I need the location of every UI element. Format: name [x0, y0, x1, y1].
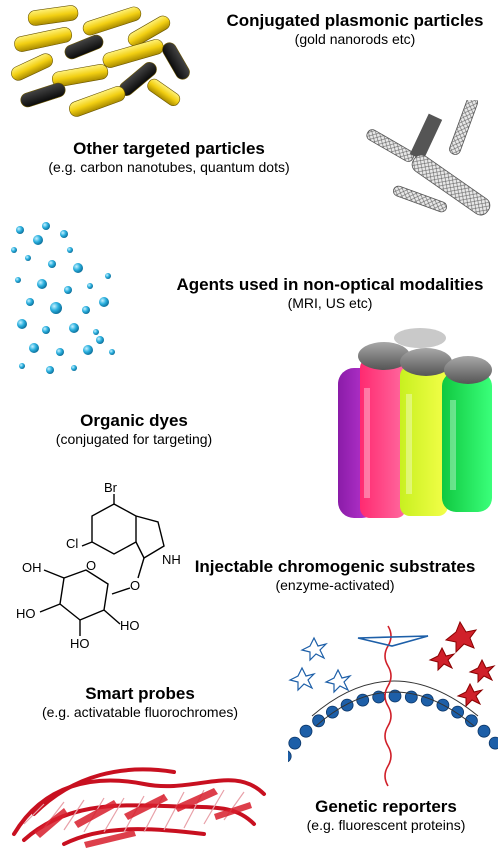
atom-o-link: O	[130, 578, 141, 593]
atom-cl: Cl	[66, 536, 79, 551]
category-title: Agents used in non-optical modalities	[176, 275, 484, 294]
category-title: Smart probes	[85, 684, 195, 703]
label-non-optical: Agents used in non-optical modalities (M…	[162, 274, 498, 313]
probe-bead	[299, 724, 313, 738]
gold-nanorods-image	[6, 2, 206, 126]
category-title: Organic dyes	[80, 411, 188, 430]
category-title: Injectable chromogenic substrates	[194, 557, 476, 576]
microbubbles-image	[8, 220, 148, 380]
category-title: Genetic reporters	[315, 797, 457, 816]
probe-bead	[288, 736, 302, 750]
category-subtitle: (conjugated for targeting)	[55, 431, 213, 448]
atom-nh: NH	[162, 552, 181, 567]
atom-ho-2: HO	[70, 636, 90, 651]
nanotubes-image	[352, 100, 498, 220]
atom-o-ring: O	[86, 558, 97, 573]
label-plasmonic: Conjugated plasmonic particles (gold nan…	[214, 10, 496, 49]
category-title: Conjugated plasmonic particles	[226, 11, 484, 30]
label-genetic-reporters: Genetic reporters (e.g. fluorescent prot…	[278, 796, 494, 835]
label-smart-probes: Smart probes (e.g. activatable fluorochr…	[6, 683, 274, 722]
category-subtitle: (enzyme-activated)	[275, 577, 395, 594]
category-subtitle: (MRI, US etc)	[287, 295, 373, 312]
category-subtitle: (e.g. activatable fluorochromes)	[41, 704, 239, 721]
label-organic-dyes: Organic dyes (conjugated for targeting)	[14, 410, 254, 449]
atom-oh: OH	[22, 560, 42, 575]
atom-ho-1: HO	[16, 606, 36, 621]
atom-ho-3: HO	[120, 618, 140, 633]
dye-vials-image	[338, 328, 496, 528]
probe-bead	[388, 689, 402, 703]
smart-probe-image	[288, 616, 498, 792]
protein-ribbon-image	[4, 744, 274, 854]
category-title: Other targeted particles	[73, 139, 265, 158]
category-subtitle: (e.g. fluorescent proteins)	[306, 817, 466, 834]
probe-bead	[288, 750, 292, 763]
probe-bead	[477, 724, 491, 738]
category-subtitle: (gold nanorods etc)	[294, 31, 416, 48]
label-chromogenic: Injectable chromogenic substrates (enzym…	[172, 556, 498, 595]
molecule-structure: Br Cl NH OH HO HO HO O O	[4, 480, 184, 664]
atom-br: Br	[104, 480, 117, 495]
category-subtitle: (e.g. carbon nanotubes, quantum dots)	[48, 159, 290, 176]
probe-bead	[312, 714, 326, 728]
probe-bead	[488, 736, 498, 750]
probe-bead	[464, 714, 478, 728]
probe-bead	[340, 698, 354, 712]
label-targeted-particles: Other targeted particles (e.g. carbon na…	[4, 138, 334, 177]
